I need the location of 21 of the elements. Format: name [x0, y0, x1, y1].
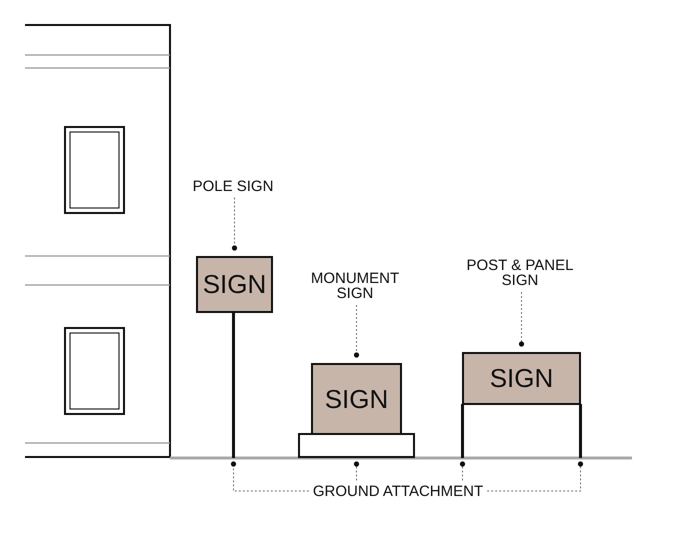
pole-sign-panel — [196, 256, 273, 313]
sign-text: SIGN — [324, 384, 388, 414]
leader-line — [460, 461, 466, 481]
monument-sign-panel — [311, 363, 402, 435]
leader-line — [230, 461, 310, 492]
sign-post — [461, 404, 464, 458]
sign-post — [579, 404, 582, 458]
leader-line — [486, 461, 584, 492]
leader-line — [232, 197, 238, 251]
callout-label: POST & PANEL SIGN — [460, 257, 580, 289]
sign-text: SIGN — [202, 269, 266, 300]
callout-label: MONUMENT SIGN — [295, 270, 415, 302]
sign-pole — [232, 312, 235, 458]
sign-text: SIGN — [490, 363, 554, 394]
callout-label: GROUND ATTACHMENT — [298, 482, 498, 500]
leader-line — [354, 461, 360, 481]
monument-base — [298, 433, 415, 458]
leader-line — [518, 292, 524, 347]
callout-label: POLE SIGN — [183, 177, 283, 195]
leader-line — [354, 304, 360, 358]
panel-sign — [462, 352, 581, 405]
